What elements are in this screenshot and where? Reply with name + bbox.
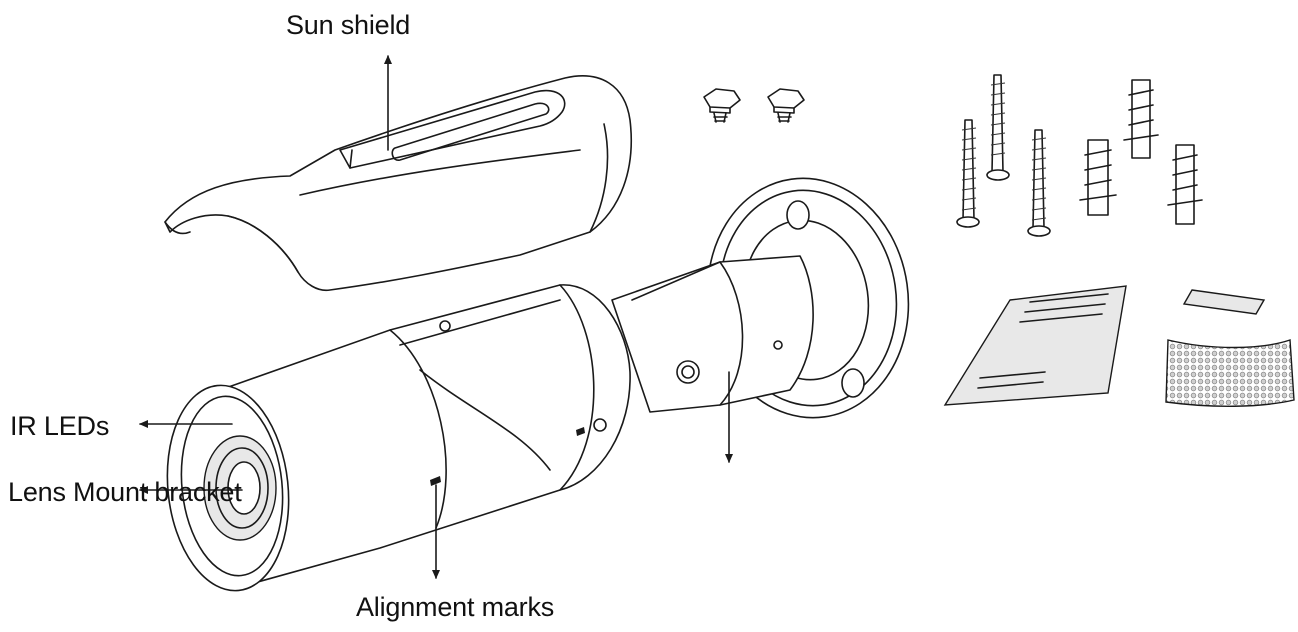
manual-sheet — [943, 285, 1127, 406]
alignment-marks-label: Alignment marks — [356, 592, 555, 622]
camera-body-part — [166, 177, 910, 592]
sun-shield-part — [164, 75, 633, 292]
sun-shield-label: Sun shield — [286, 10, 411, 40]
lens-mount-bracket-label: Lens Mount bracket — [8, 477, 242, 507]
sticker-pad — [1182, 289, 1266, 315]
wood-screws — [956, 74, 1051, 237]
small-screws — [703, 88, 805, 123]
ir-leds-label: IR LEDs — [10, 411, 110, 441]
desiccant-bag — [1165, 339, 1295, 407]
wall-anchors — [1079, 79, 1203, 225]
